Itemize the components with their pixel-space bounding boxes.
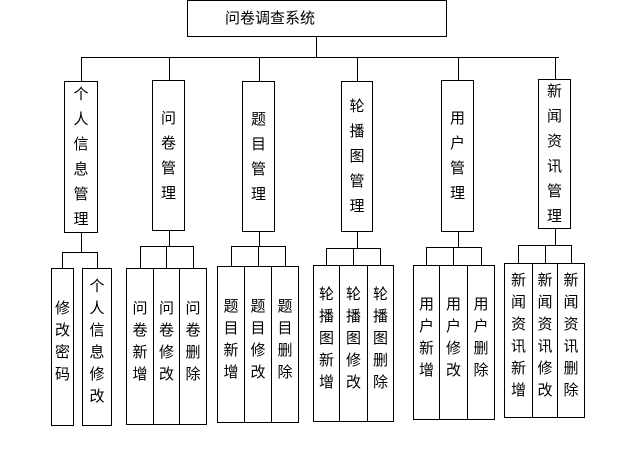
function-box-label: 题目删除: [277, 296, 293, 381]
module-drop-line: [81, 57, 82, 81]
module-stem-line: [259, 232, 260, 246]
module-box: 问卷管理: [152, 80, 185, 231]
child-drop-line: [481, 247, 482, 265]
module-drop-line: [555, 57, 556, 79]
root-node-box: 问卷调查系统: [187, 0, 447, 37]
function-box-label: 新闻资讯修改: [537, 270, 553, 399]
child-drop-line: [166, 246, 167, 268]
level1-bus-line: [82, 57, 559, 58]
module-drop-line: [458, 57, 459, 80]
module-box-label: 个人信息管理: [73, 85, 89, 228]
module-drop-line: [357, 57, 358, 81]
function-box: 题目新增: [217, 266, 245, 423]
function-box-label: 用户新增: [419, 294, 435, 379]
module-drop-line: [169, 57, 170, 80]
function-box: 问卷删除: [179, 268, 207, 425]
function-box-label: 用户删除: [473, 294, 489, 379]
root-node-title: 问卷调查系统: [225, 9, 316, 27]
function-box: 修改密码: [51, 268, 74, 426]
child-drop-line: [285, 246, 286, 266]
function-box-label: 轮播图新增: [319, 284, 335, 391]
function-box: 题目修改: [244, 266, 272, 423]
module-drop-line: [259, 57, 260, 81]
child-bus-line: [62, 252, 98, 253]
child-drop-line: [231, 246, 232, 266]
child-drop-line: [571, 245, 572, 263]
function-box: 用户删除: [467, 265, 495, 420]
function-box: 题目删除: [271, 266, 299, 423]
module-stem-line: [555, 229, 556, 245]
function-box: 个人信息修改: [82, 268, 112, 426]
function-box-label: 新闻资讯新增: [511, 270, 527, 399]
module-stem-line: [169, 231, 170, 246]
module-box-label: 题目管理: [251, 109, 267, 203]
module-box: 用户管理: [441, 80, 474, 232]
function-box-label: 问卷修改: [159, 298, 175, 383]
function-box: 用户修改: [439, 265, 468, 420]
child-drop-line: [258, 246, 259, 266]
child-drop-line: [380, 248, 381, 265]
child-drop-line: [518, 245, 519, 263]
function-box: 轮播图删除: [367, 265, 394, 422]
child-drop-line: [97, 252, 98, 268]
function-box-label: 问卷新增: [132, 298, 148, 383]
function-box: 新闻资讯修改: [532, 263, 558, 418]
function-box: 新闻资讯删除: [557, 263, 585, 418]
function-box-label: 题目新增: [223, 296, 239, 381]
root-stem-line: [316, 37, 317, 57]
function-box: 轮播图新增: [313, 265, 340, 422]
child-bus-line: [426, 247, 482, 248]
function-box-label: 个人信息修改: [89, 277, 105, 405]
module-box: 题目管理: [242, 81, 275, 232]
child-drop-line: [326, 248, 327, 265]
module-box: 新闻资讯管理: [538, 79, 571, 229]
child-drop-line: [453, 247, 454, 265]
child-bus-line: [140, 246, 194, 247]
module-stem-line: [357, 232, 358, 248]
function-box-label: 新闻资讯删除: [563, 270, 579, 399]
function-box: 新闻资讯新增: [504, 263, 533, 418]
function-box-label: 用户修改: [446, 294, 462, 379]
module-box: 轮播图管理: [341, 81, 373, 232]
function-box-label: 修改密码: [55, 299, 71, 383]
module-box-label: 轮播图管理: [349, 97, 365, 215]
function-box: 问卷新增: [126, 268, 154, 425]
module-box-label: 问卷管理: [161, 108, 177, 202]
function-box-label: 题目修改: [250, 296, 266, 381]
child-drop-line: [62, 252, 63, 268]
child-drop-line: [545, 245, 546, 263]
module-box-label: 新闻资讯管理: [547, 82, 563, 225]
module-stem-line: [458, 232, 459, 247]
child-drop-line: [426, 247, 427, 265]
child-drop-line: [140, 246, 141, 268]
module-stem-line: [81, 233, 82, 252]
function-box-label: 轮播图修改: [346, 284, 362, 391]
function-box: 轮播图修改: [339, 265, 368, 422]
child-drop-line: [193, 246, 194, 268]
function-box-label: 轮播图删除: [373, 284, 389, 391]
module-box-label: 用户管理: [450, 109, 466, 202]
module-box: 个人信息管理: [64, 81, 98, 233]
function-box-label: 问卷删除: [185, 298, 201, 383]
child-drop-line: [353, 248, 354, 265]
function-box: 用户新增: [413, 265, 440, 420]
function-box: 问卷修改: [153, 268, 180, 425]
